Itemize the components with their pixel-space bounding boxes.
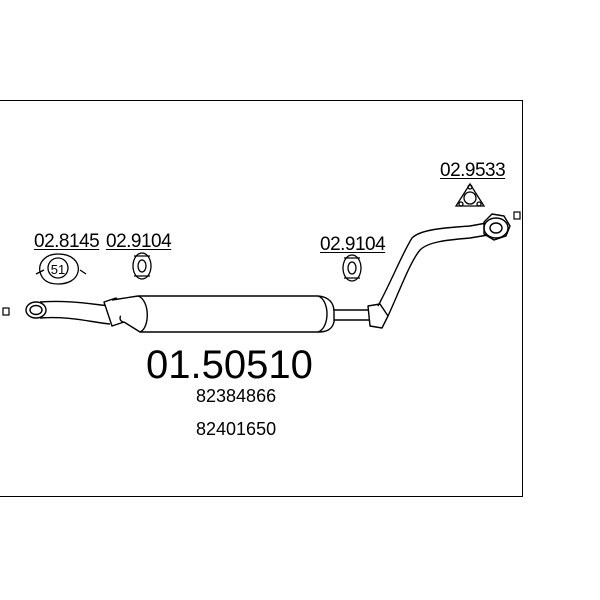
right-connector-marker — [513, 211, 521, 220]
gasket-marking: 51 — [51, 262, 65, 277]
part-label-02-9104-left: 02.9104 — [106, 231, 172, 252]
diagram-frame — [0, 100, 523, 497]
outlet-flange — [483, 217, 509, 239]
silencer-body — [111, 295, 335, 333]
oe-number-1: 82384866 — [196, 386, 277, 406]
exhaust-pipe-assembly — [25, 213, 511, 333]
oe-number-2: 82401650 — [196, 419, 277, 439]
rubber-hanger-icon-2 — [342, 254, 362, 282]
main-part-number: 01.50510 — [146, 343, 313, 387]
part-label-02-9104-right: 02.9104 — [320, 234, 386, 255]
flange-gasket-icon — [35, 253, 87, 285]
left-connector-marker — [2, 307, 10, 316]
rubber-hanger-icon — [132, 252, 152, 280]
triangular-flange-gasket-icon — [454, 182, 486, 207]
part-label-02-9533: 02.9533 — [440, 160, 506, 181]
part-label-02-8145: 02.8145 — [34, 231, 100, 252]
inlet-pipe-end — [25, 301, 47, 319]
